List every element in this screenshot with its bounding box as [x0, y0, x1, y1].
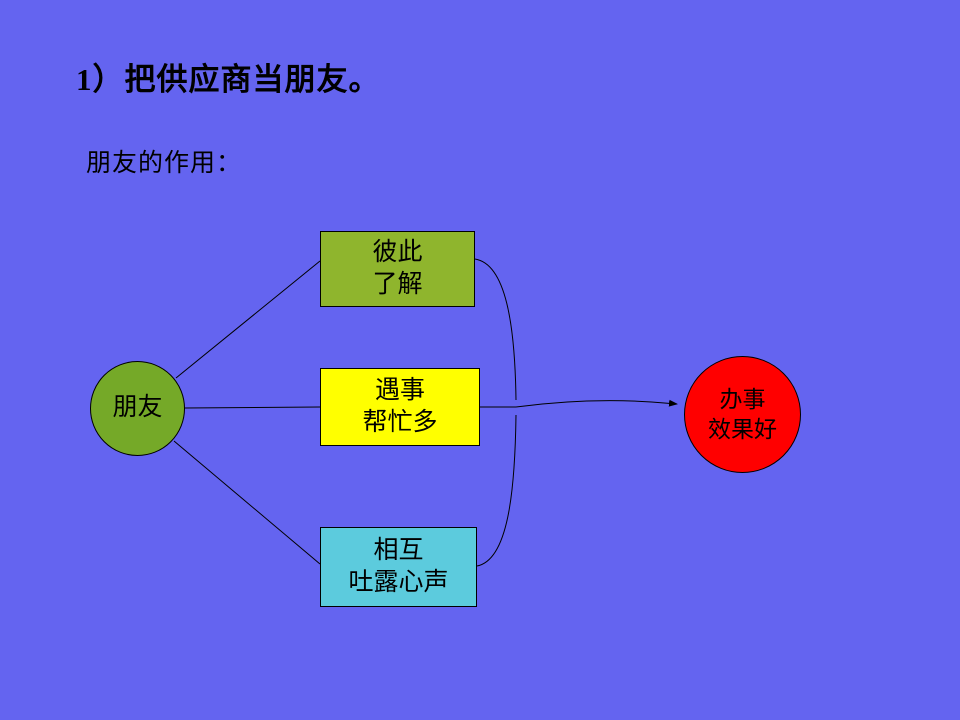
node-good-results: 办事 效果好	[684, 356, 801, 473]
node-friend-label: 朋友	[112, 394, 163, 422]
connector-source-to-box2	[184, 406, 321, 409]
node-good-results-line2: 效果好	[708, 416, 777, 442]
node-confide-in-each-other-line1: 相互	[373, 536, 424, 564]
node-help-in-trouble-line2: 帮忙多	[362, 409, 438, 436]
connector-box3-to-junction	[476, 414, 517, 567]
slide-subtitle: 朋友的作用：	[86, 150, 243, 177]
node-good-results-line1: 办事	[719, 386, 766, 412]
node-confide-in-each-other-line2: 吐露心声	[348, 569, 449, 596]
connector-box1-to-junction	[474, 258, 517, 401]
connector-source-to-box1	[175, 260, 321, 379]
node-mutual-understanding-line1: 彼此	[372, 238, 423, 266]
connector-source-to-box3	[173, 440, 321, 565]
node-help-in-trouble-line1: 遇事	[374, 376, 425, 404]
node-mutual-understanding-line2: 了解	[372, 271, 423, 298]
node-help-in-trouble: 遇事 帮忙多	[320, 368, 480, 446]
slide-title: 1）把供应商当朋友。	[76, 62, 381, 97]
node-mutual-understanding: 彼此 了解	[320, 231, 475, 307]
node-confide-in-each-other: 相互 吐露心声	[320, 527, 477, 607]
node-friend: 朋友	[90, 361, 185, 456]
connector-junction-to-target	[515, 399, 678, 408]
